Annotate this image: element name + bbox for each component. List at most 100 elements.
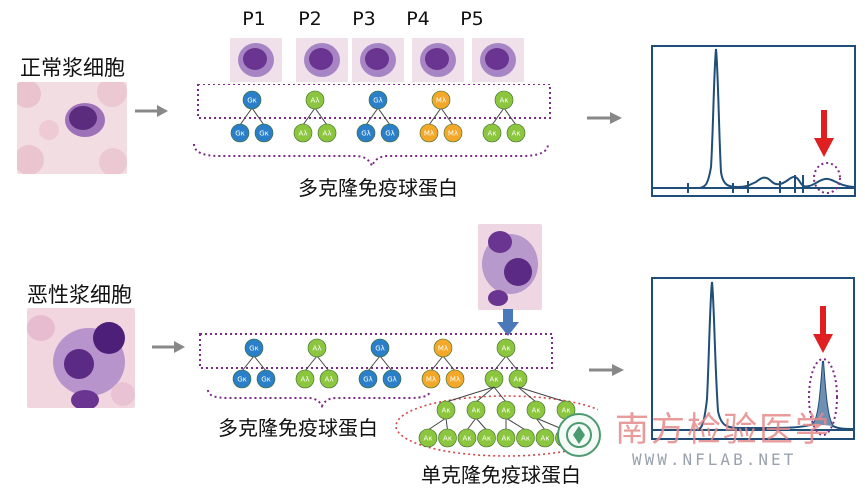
top-parent-node bbox=[431, 90, 451, 110]
monoclonal-densitogram bbox=[653, 281, 854, 436]
mono-branch bbox=[517, 386, 537, 403]
top-branch bbox=[491, 107, 505, 126]
plasma-label-p4: P4 bbox=[406, 8, 430, 30]
top-child-node-label: Mλ bbox=[448, 130, 458, 138]
polyclonal-densitogram bbox=[653, 48, 855, 194]
mono-node-row2 bbox=[496, 428, 516, 448]
bot-child-node bbox=[445, 369, 465, 389]
blue-arrow-down-icon bbox=[497, 309, 519, 336]
normal-plasma-cell-label: 正常浆细胞 bbox=[20, 56, 125, 80]
bot-branch bbox=[316, 355, 330, 372]
arrow-right-icon bbox=[587, 112, 622, 124]
malignant-plasma-cell-label: 恶性浆细胞 bbox=[27, 283, 132, 307]
watermark-seal-icon bbox=[557, 413, 601, 457]
watermark-url: WWW.NFLAB.NET bbox=[632, 450, 797, 469]
bot-parent-node bbox=[433, 338, 453, 358]
top-child-node bbox=[254, 123, 274, 143]
mono-branch bbox=[535, 417, 546, 431]
mono-node-row1-label: Aκ bbox=[562, 407, 571, 415]
malignant-plasma-cell-image bbox=[27, 308, 135, 408]
mono-node-row1-label: Aκ bbox=[472, 407, 481, 415]
top-branch bbox=[302, 107, 316, 126]
bot-child-node bbox=[358, 369, 378, 389]
mono-branch bbox=[505, 417, 526, 431]
top-enclosure bbox=[197, 84, 551, 119]
plasma-cell-image-p3 bbox=[352, 38, 404, 82]
mono-branch bbox=[493, 386, 507, 403]
bot-child-node bbox=[256, 369, 276, 389]
top-branch bbox=[428, 107, 442, 126]
top-branch bbox=[377, 107, 391, 126]
top-parent-node-label: Aκ bbox=[500, 97, 509, 105]
mono-node-row2 bbox=[438, 428, 457, 448]
electrophoresis-panel-monoclonal bbox=[651, 277, 855, 440]
mono-branch bbox=[475, 417, 487, 431]
top-child-node-label: Aλ bbox=[323, 130, 332, 138]
plasma-cell-image-p5 bbox=[472, 38, 524, 82]
bot-branch bbox=[430, 355, 444, 372]
bot-parent-node-label: Gκ bbox=[249, 345, 259, 353]
mono-node-row1-label: Aκ bbox=[532, 407, 541, 415]
bot-child-node-label: Mλ bbox=[426, 376, 436, 384]
bot-parent-node bbox=[370, 338, 390, 358]
bot-parent-node bbox=[496, 338, 516, 358]
mono-node-row2 bbox=[535, 428, 555, 448]
bot-branch bbox=[505, 355, 519, 372]
watermark-text: 南方检验医学 bbox=[615, 410, 831, 450]
bot-child-node bbox=[382, 369, 402, 389]
mono-node-row2-label: Aκ bbox=[521, 435, 530, 443]
bot-child-node bbox=[421, 369, 441, 389]
top-child-node bbox=[506, 123, 526, 143]
plasma-label-p5: P5 bbox=[460, 8, 484, 30]
bot-child-node-label: Gλ bbox=[363, 376, 373, 384]
top-branch bbox=[503, 107, 517, 126]
bot-child-node-label: Mλ bbox=[450, 376, 460, 384]
bot-parent-node bbox=[307, 338, 327, 358]
red-arrow-down-icon bbox=[814, 110, 834, 157]
bot-parent-node-label: Gλ bbox=[375, 345, 385, 353]
plasma-cell-image-p1 bbox=[230, 38, 282, 82]
bot-child-node bbox=[319, 369, 339, 389]
monoclonal-caption: 单克隆免疫球蛋白 bbox=[421, 463, 581, 487]
plasma-label-p3: P3 bbox=[352, 8, 376, 30]
mono-node-row1-label: Aκ bbox=[502, 407, 511, 415]
bot-parent-node bbox=[244, 338, 264, 358]
top-parent-node bbox=[305, 90, 325, 110]
top-parent-node bbox=[494, 90, 514, 110]
bot-child-node bbox=[484, 369, 504, 389]
top-branch bbox=[251, 107, 265, 126]
top-branch bbox=[239, 107, 253, 126]
top-parent-node bbox=[242, 90, 262, 110]
top-branch bbox=[365, 107, 379, 126]
arrow-right-icon bbox=[135, 105, 168, 117]
mono-node-row2 bbox=[457, 428, 477, 448]
mono-node-row2-label: Aκ bbox=[502, 435, 511, 443]
mono-node-row2 bbox=[516, 428, 535, 448]
top-child-node bbox=[356, 123, 376, 143]
top-parent-node-label: Mλ bbox=[436, 97, 446, 105]
plasma-cell-image-p2 bbox=[296, 38, 348, 82]
bot-child-node bbox=[508, 369, 528, 389]
top-child-node bbox=[443, 123, 463, 143]
top-parent-node-label: Aλ bbox=[311, 97, 320, 105]
malignant-clone-cell-image bbox=[478, 224, 542, 310]
mono-node-row2-label: Aκ bbox=[482, 435, 491, 443]
top-brace bbox=[193, 143, 549, 169]
bot-child-node-label: Gκ bbox=[237, 376, 247, 384]
mono-node-row1-label: Aκ bbox=[442, 407, 451, 415]
top-child-node-label: Aλ bbox=[299, 130, 308, 138]
bot-parent-node-label: Aλ bbox=[313, 345, 322, 353]
red-arrow-down-icon bbox=[813, 306, 833, 353]
bot-child-node-label: Aκ bbox=[514, 376, 523, 384]
top-parent-node-label: Gλ bbox=[373, 97, 383, 105]
bot-branch bbox=[493, 355, 507, 372]
plasma-label-p2: P2 bbox=[298, 8, 322, 30]
top-child-node-label: Gλ bbox=[385, 130, 395, 138]
bot-parent-node-label: Aκ bbox=[502, 345, 511, 353]
plasma-label-p1: P1 bbox=[242, 8, 266, 30]
top-child-node bbox=[419, 123, 439, 143]
normal-plasma-cell-image bbox=[17, 82, 127, 174]
bot-child-node-label: Aλ bbox=[325, 376, 334, 384]
bot-branch bbox=[241, 355, 255, 372]
